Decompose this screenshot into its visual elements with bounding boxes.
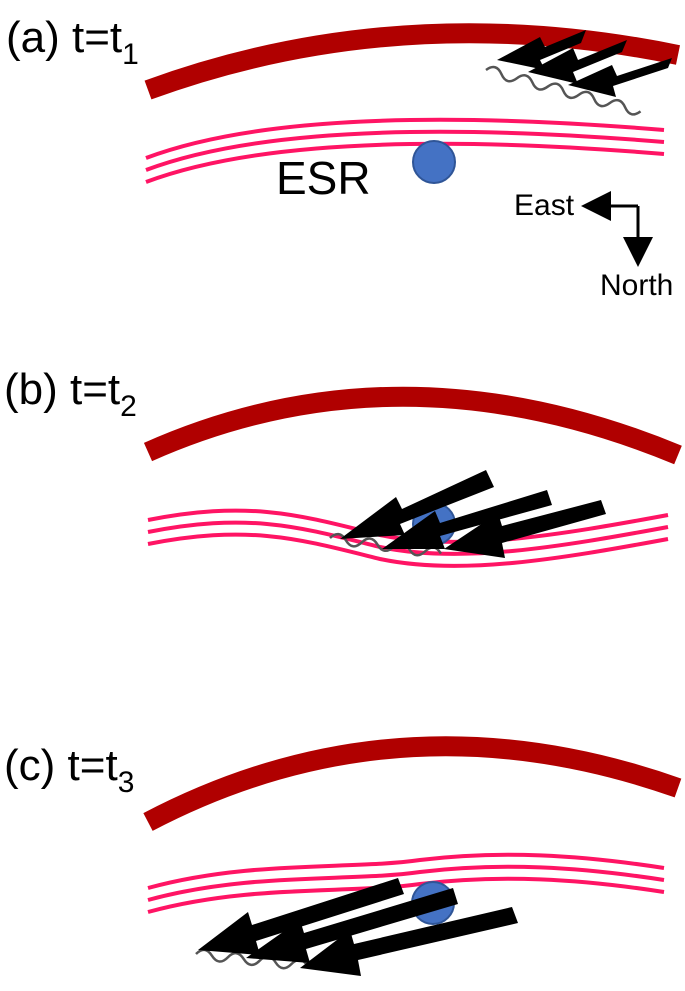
dark-red-arc <box>143 736 682 831</box>
panel-a: (a) t=t1 ESR East North <box>6 13 681 302</box>
panel-b-label: (b) t=t2 <box>4 365 137 423</box>
east-label: East <box>514 189 575 222</box>
pink-arc-bands <box>147 852 665 914</box>
flow-arrow <box>340 470 494 539</box>
flow-arrow <box>300 907 518 976</box>
panel-a-label: (a) t=t1 <box>6 13 139 71</box>
panel-c: (c) t=t3 <box>4 736 682 976</box>
flow-arrow <box>444 500 606 558</box>
compass: East North <box>514 189 673 302</box>
panel-b: (b) t=t2 <box>4 365 682 568</box>
pink-arc-bands <box>145 117 665 184</box>
flow-arrow <box>528 40 627 84</box>
flow-arrow <box>497 30 586 70</box>
north-label: North <box>600 269 673 302</box>
flow-arrow <box>568 58 672 97</box>
flow-arrow <box>246 888 458 963</box>
esr-station-marker <box>412 140 456 184</box>
flow-arrow <box>382 490 552 549</box>
station-label: ESR <box>276 152 371 204</box>
dark-red-arc <box>143 386 682 465</box>
wave-line <box>485 65 642 116</box>
wave-line <box>329 532 442 557</box>
panel-c-label: (c) t=t3 <box>4 741 134 799</box>
flow-arrow <box>198 878 404 955</box>
dark-red-arc <box>144 23 681 100</box>
wave-line <box>195 948 309 970</box>
